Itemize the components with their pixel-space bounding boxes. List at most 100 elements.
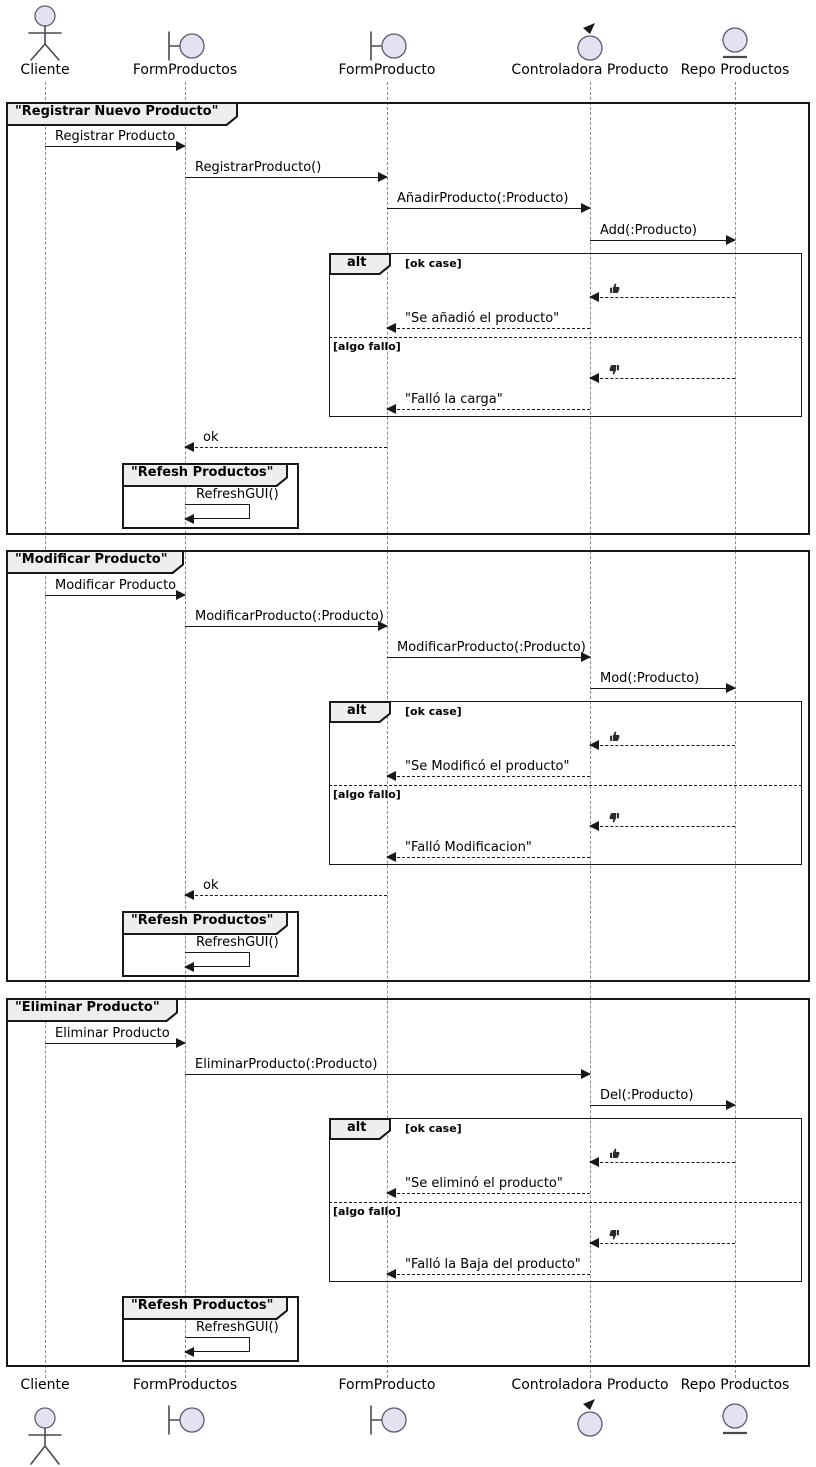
group-title-tab: "Modificar Producto" <box>6 550 184 574</box>
boundary-icon <box>367 1402 407 1442</box>
message-label: ModificarProducto(:Producto) <box>195 609 384 624</box>
message-label: "Se añadió el producto" <box>405 311 560 326</box>
participant-label: FormProductos <box>132 62 238 78</box>
self-message-label: RefreshGUI() <box>196 487 279 502</box>
actor-icon <box>25 4 65 66</box>
message-label: Mod(:Producto) <box>600 671 700 686</box>
participant-label: Cliente <box>20 62 70 78</box>
return-arrow <box>589 813 735 831</box>
message-label: ModificarProducto(:Producto) <box>397 640 586 655</box>
message-arrow: Del(:Producto) <box>590 1088 736 1110</box>
boundary-icon <box>165 28 205 68</box>
alt-operator: alt <box>347 703 367 718</box>
group-frame-registrar <box>6 102 810 535</box>
participant-label: FormProducto <box>338 1377 436 1393</box>
thumbs-up-icon <box>608 730 621 743</box>
return-arrow: "Se eliminó el producto" <box>386 1176 590 1198</box>
return-arrow: "Falló la carga" <box>386 392 590 414</box>
return-arrow: "Se Modificó el producto" <box>386 759 590 781</box>
alt-operator: alt <box>347 1120 367 1135</box>
entity-icon <box>720 26 750 68</box>
thumbs-up-icon <box>608 1147 621 1160</box>
participant-label: Repo Productos <box>680 1377 790 1393</box>
lifeline <box>184 82 186 1378</box>
return-arrow: ok <box>184 430 387 452</box>
guard-condition: [algo fallo] <box>333 1205 401 1218</box>
message-arrow: Mod(:Producto) <box>590 671 736 693</box>
message-label: Modificar Producto <box>55 578 177 593</box>
participant-label: FormProducto <box>338 62 436 78</box>
message-label: Del(:Producto) <box>600 1088 694 1103</box>
group-title-tab: "Refesh Productos" <box>122 911 288 935</box>
group-frame-eliminar <box>6 998 810 1367</box>
message-label: ok <box>203 430 219 445</box>
message-arrow: Eliminar Producto <box>45 1026 186 1048</box>
alt-fragment <box>329 1118 802 1282</box>
message-label: "Falló la Baja del producto" <box>405 1257 581 1272</box>
group-title: "Refesh Productos" <box>131 913 274 928</box>
lifeline <box>44 82 46 1378</box>
self-message-arrow <box>184 1337 250 1357</box>
alt-divider <box>329 337 802 338</box>
group-title: "Registrar Nuevo Producto" <box>15 104 219 119</box>
entity-icon <box>720 1402 750 1444</box>
participant-label: FormProductos <box>132 1377 238 1393</box>
message-label: "Falló Modificacion" <box>405 840 532 855</box>
message-arrow: RegistrarProducto() <box>185 160 388 182</box>
guard-condition: [ok case] <box>405 705 462 718</box>
return-arrow <box>589 1148 735 1167</box>
message-label: ok <box>203 878 219 893</box>
return-arrow: "Falló Modificacion" <box>386 840 590 862</box>
group-title: "Modificar Producto" <box>15 552 168 567</box>
message-arrow: ModificarProducto(:Producto) <box>185 609 388 631</box>
participant-label: Controladora Producto <box>511 62 669 78</box>
message-arrow: Add(:Producto) <box>590 223 736 245</box>
thumbs-down-icon <box>608 363 621 376</box>
lifeline <box>734 82 736 1378</box>
control-icon <box>572 1398 608 1442</box>
alt-fragment <box>329 701 802 865</box>
alt-divider <box>329 1202 802 1203</box>
return-arrow: "Se añadió el producto" <box>386 311 590 333</box>
boundary-icon <box>367 28 407 68</box>
message-arrow: AñadirProducto(:Producto) <box>387 191 591 213</box>
message-label: RegistrarProducto() <box>195 160 322 175</box>
group-title-tab: "Refesh Productos" <box>122 1296 288 1320</box>
alt-operator: alt <box>347 255 367 270</box>
message-label: EliminarProducto(:Producto) <box>195 1057 378 1072</box>
return-arrow: ok <box>184 878 387 900</box>
message-arrow: EliminarProducto(:Producto) <box>185 1057 591 1079</box>
self-message-arrow <box>184 952 250 972</box>
alt-fragment <box>329 253 802 417</box>
alt-divider <box>329 785 802 786</box>
actor-icon <box>25 1400 65 1467</box>
return-arrow <box>589 365 735 383</box>
thumbs-down-icon <box>608 811 621 824</box>
group-frame-modificar <box>6 550 810 982</box>
alt-tab: alt <box>329 253 391 275</box>
self-message-label: RefreshGUI() <box>196 1320 279 1335</box>
message-label: Registrar Producto <box>55 129 176 144</box>
guard-condition: [ok case] <box>405 1122 462 1135</box>
message-label: "Se eliminó el producto" <box>405 1176 563 1191</box>
guard-condition: [algo fallo] <box>333 340 401 353</box>
guard-condition: [ok case] <box>405 257 462 270</box>
group-title: "Refesh Productos" <box>131 1298 274 1313</box>
boundary-icon <box>165 1402 205 1442</box>
return-arrow <box>589 1230 735 1248</box>
group-title: "Refesh Productos" <box>131 465 274 480</box>
message-label: "Se Modificó el producto" <box>405 759 570 774</box>
thumbs-down-icon <box>608 1228 621 1241</box>
group-title: "Eliminar Producto" <box>15 1000 160 1015</box>
guard-condition: [algo fallo] <box>333 788 401 801</box>
return-arrow: "Falló la Baja del producto" <box>386 1257 590 1279</box>
participant-label: Controladora Producto <box>511 1377 669 1393</box>
self-message-arrow <box>184 504 250 524</box>
control-icon <box>572 22 608 66</box>
message-arrow: ModificarProducto(:Producto) <box>387 640 591 662</box>
group-title-tab: "Eliminar Producto" <box>6 998 178 1022</box>
group-title-tab: "Registrar Nuevo Producto" <box>6 102 238 126</box>
participant-label: Cliente <box>20 1377 70 1393</box>
lifeline <box>589 82 591 1378</box>
